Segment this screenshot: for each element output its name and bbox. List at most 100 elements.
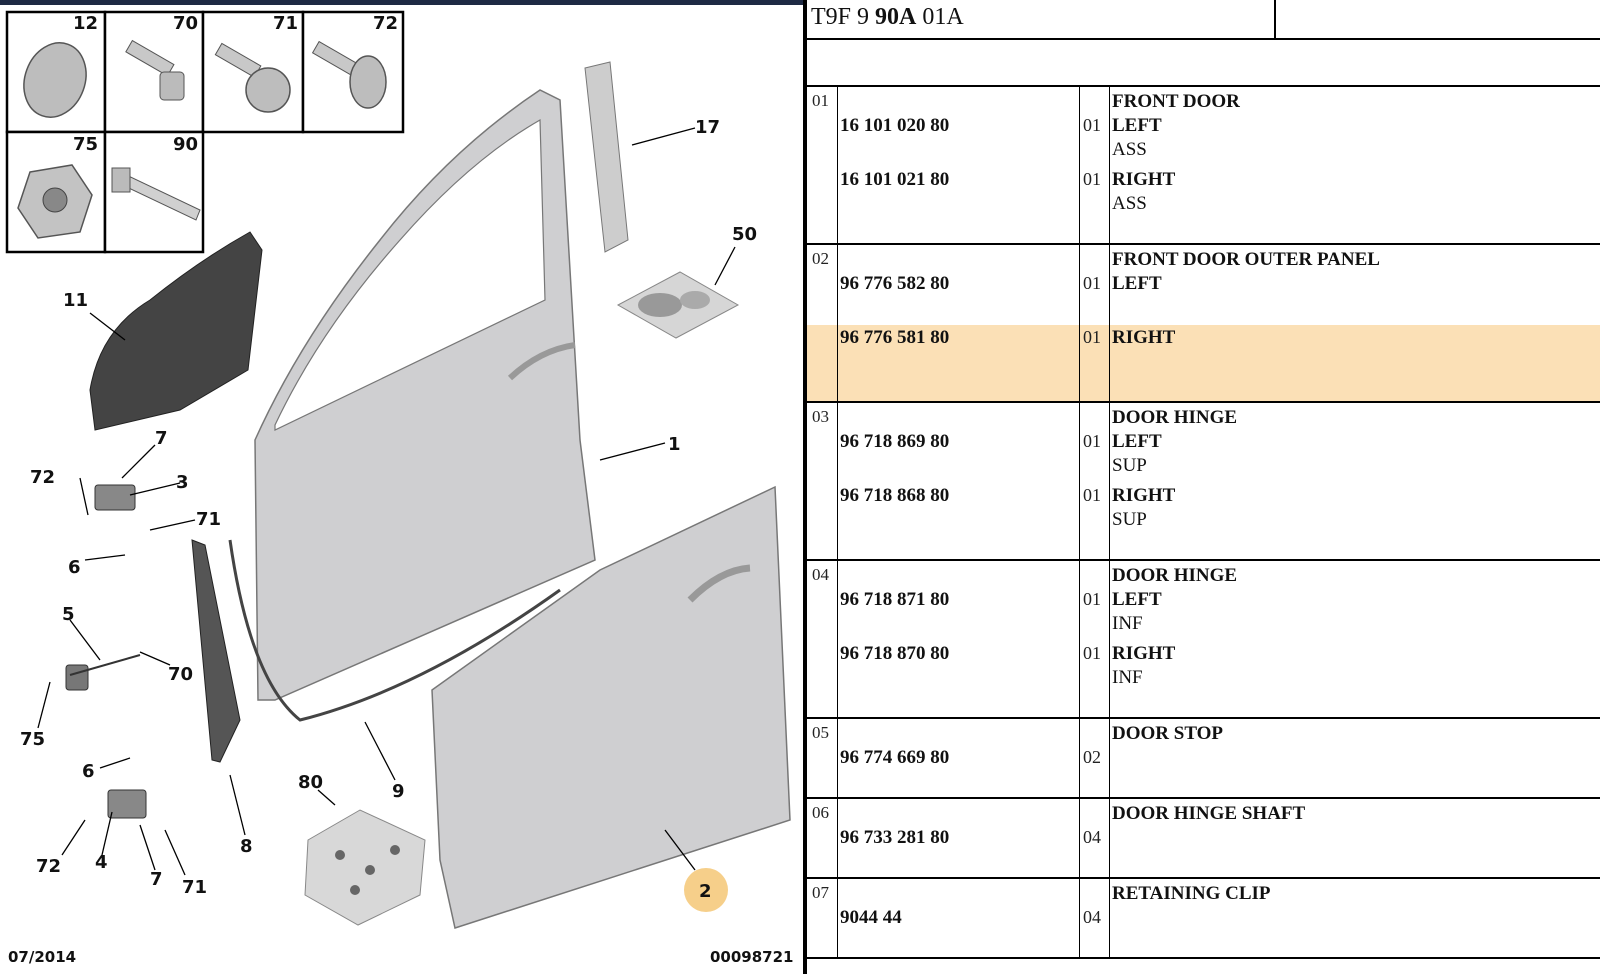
pillar-trim-17 [584,61,629,253]
quantity: 01 [1083,115,1101,135]
column-separator [837,245,838,401]
fastener-thumbnail-grid [5,10,405,254]
part-description: INF [1112,613,1143,634]
quantity: 01 [1083,273,1101,293]
header-separator [1274,0,1276,38]
quantity: 01 [1083,169,1101,189]
callout-label: 17 [695,117,720,138]
callout-label: 7 [155,428,168,449]
column-separator [837,87,838,243]
callout-label: 4 [95,852,108,873]
front-door-assembly [254,89,596,701]
catalog-code-suffix: 01A [916,4,964,30]
quantity: 01 [1083,485,1101,505]
column-separator [1079,561,1080,717]
parts-row[interactable]: 03 DOOR HINGE 96 718 869 80 01 LEFT SUP 96 718… [807,403,1600,561]
row-reference: 04 [812,565,829,584]
part-number[interactable]: 16 101 020 80 [840,115,950,136]
callout-label: 12 [73,13,98,34]
quantity: 01 [1083,431,1101,451]
row-reference: 03 [812,407,829,426]
part-description: DOOR HINGE [1112,407,1238,428]
callout-label: 5 [62,604,75,625]
callout-label: 1 [668,434,681,455]
column-separator [1079,245,1080,401]
part-number[interactable]: 96 718 871 80 [840,589,950,610]
part-number[interactable]: 16 101 021 80 [840,169,950,190]
diagram-reference-number: 00098721 [710,948,794,966]
door-stop-5 [65,654,141,691]
parts-row[interactable]: 06 DOOR HINGE SHAFT 96 733 281 80 04 [807,799,1600,879]
bolt-71-icon [214,42,291,113]
part-description: ASS [1112,193,1147,214]
row-reference: 05 [812,723,829,742]
plug-12-icon [23,42,87,118]
column-separator [1109,403,1110,559]
column-separator [1109,87,1110,243]
catalog-code: T9F 9 90A 01A [811,4,964,31]
part-description: INF [1112,667,1143,688]
callout-label: 7 [150,869,163,890]
part-description: RIGHT [1112,327,1176,348]
column-separator [1079,799,1080,877]
window-regulator-panel-11 [89,231,263,431]
upper-hinge-3 [94,484,136,511]
column-separator [837,799,838,877]
part-number[interactable]: 96 774 669 80 [840,747,950,768]
exploded-door-diagram: 12 70 71 72 75 90 11 17 50 7 72 3 71 6 1… [5,10,794,966]
quantity: 01 [1083,327,1101,347]
highlighted-callout-bubble [684,868,728,912]
callout-label: 72 [30,467,55,488]
part-number[interactable]: 96 718 869 80 [840,431,950,452]
quantity: 04 [1083,827,1101,847]
part-number[interactable]: 96 733 281 80 [840,827,950,848]
part-description: SUP [1112,509,1147,530]
door-trim-8 [191,539,241,763]
column-separator [1079,403,1080,559]
row-reference: 06 [812,803,829,822]
column-separator [837,879,838,957]
callout-label: 8 [240,836,253,857]
part-description: LEFT [1112,273,1162,294]
callout-label: 75 [20,729,45,750]
callout-label: 9 [392,781,405,802]
selected-line-highlight [807,325,1600,401]
part-description: RIGHT [1112,485,1176,506]
part-description: LEFT [1112,431,1162,452]
part-description: FRONT DOOR OUTER PANEL [1112,249,1380,270]
part-number[interactable]: 96 776 582 80 [840,273,950,294]
diagram-top-bar [0,0,803,5]
part-number[interactable]: 9044 44 [840,907,902,928]
door-outer-panel-2 [431,485,791,929]
column-separator [1109,799,1110,877]
screw-70-icon [125,39,185,101]
part-number[interactable]: 96 718 868 80 [840,485,950,506]
parts-row[interactable]: 02 FRONT DOOR OUTER PANEL 96 776 582 80 01 L… [807,245,1600,403]
part-number[interactable]: 96 718 870 80 [840,643,950,664]
quantity: 04 [1083,907,1101,927]
leader-lines [37,127,736,876]
callout-label: 75 [73,134,98,155]
callout-label: 72 [373,13,398,34]
clip-kit-80 [304,809,426,926]
callout-label: 70 [173,13,198,34]
lower-hinge-4 [107,789,147,819]
part-description: RIGHT [1112,169,1176,190]
column-separator [1079,87,1080,243]
part-number[interactable]: 96 776 581 80 [840,327,950,348]
column-separator [837,403,838,559]
door-seal-9 [228,539,561,722]
parts-list-subheader [807,40,1600,87]
callout-label: 2 [699,881,712,902]
part-description: RETAINING CLIP [1112,883,1271,904]
screw-72-icon [311,40,387,109]
part-description: DOOR HINGE SHAFT [1112,803,1306,824]
column-separator [837,561,838,717]
catalog-code-prefix: T9F 9 [811,4,876,30]
row-reference: 02 [812,249,829,268]
